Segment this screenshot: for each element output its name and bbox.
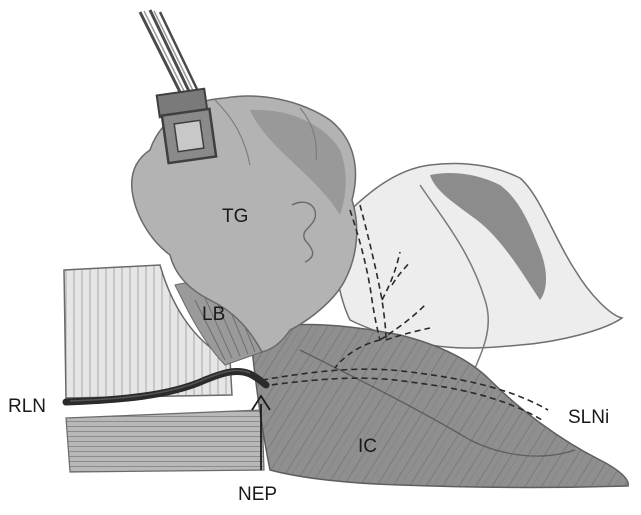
label-nep: NEP [238,484,277,505]
label-tg: TG [222,206,248,227]
esophagus [66,410,264,472]
label-ic: IC [358,436,377,457]
label-rln: RLN [8,396,46,417]
label-lb: LB [202,304,225,325]
label-slni: SLNi [568,407,609,428]
